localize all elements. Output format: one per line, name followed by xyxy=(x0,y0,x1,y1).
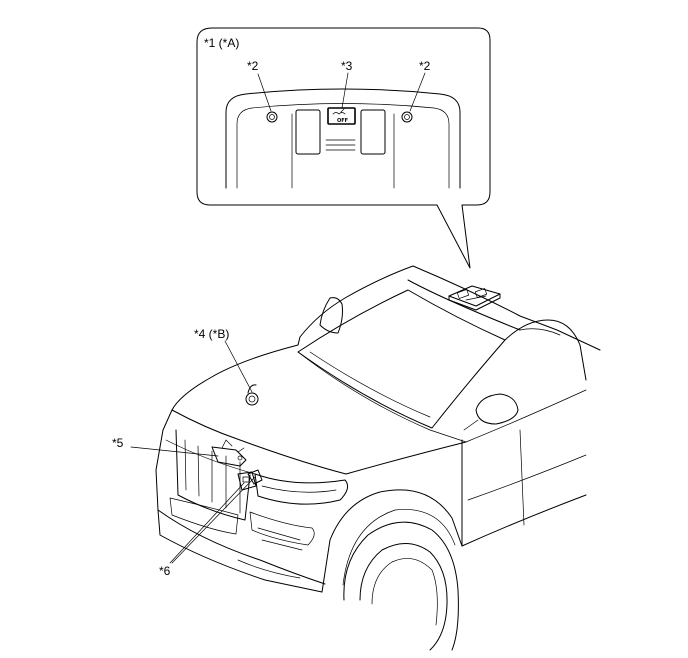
connector-parts xyxy=(169,469,263,564)
vehicle-body xyxy=(155,265,601,651)
label-callout-b: *4 (*B) xyxy=(194,327,229,341)
off-switch-icon xyxy=(327,107,356,125)
hood-lock-assembly xyxy=(130,439,247,467)
switch-off-text: OFF xyxy=(337,118,348,124)
sensor-right-icon xyxy=(401,111,413,123)
label-item-2-right: *2 xyxy=(419,59,431,73)
callout-box-a xyxy=(196,27,491,269)
label-callout-a: *1 (*A) xyxy=(204,36,239,50)
label-item-6: *6 xyxy=(159,564,171,578)
hood-component-b xyxy=(224,340,259,406)
label-item-2-left: *2 xyxy=(247,59,259,73)
sensor-left-icon xyxy=(266,111,278,123)
label-item-3: *3 xyxy=(341,59,353,73)
roof-console-part xyxy=(448,285,501,311)
label-item-5: *5 xyxy=(112,436,124,450)
overhead-console-detail: OFF xyxy=(225,72,461,189)
